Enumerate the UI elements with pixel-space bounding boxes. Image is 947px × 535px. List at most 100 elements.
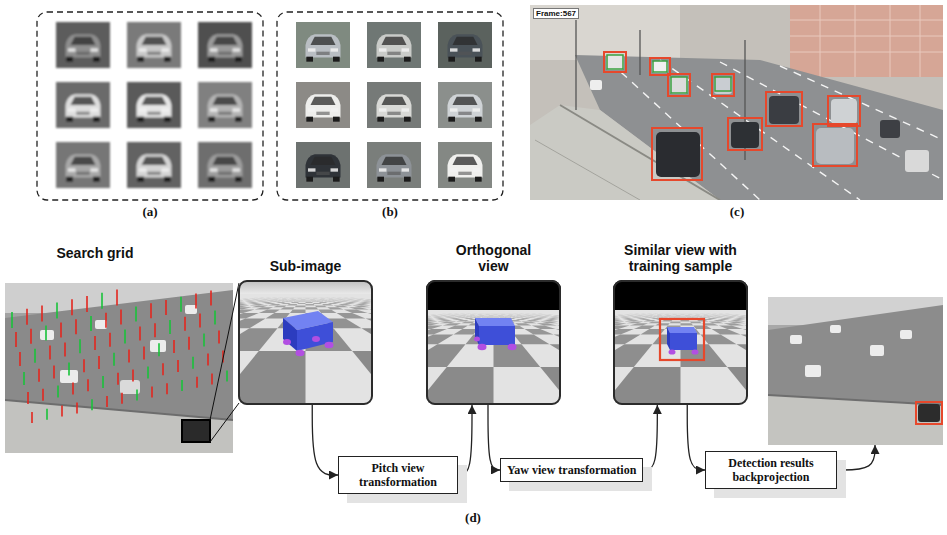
- checker-floor: [337, 297, 342, 298]
- checker-floor: [484, 313, 487, 314]
- checker-floor: [613, 280, 748, 311]
- traffic-photo: [715, 77, 731, 91]
- checker-floor: [681, 313, 684, 314]
- color-samples: [367, 82, 421, 128]
- checker-floor: [522, 313, 526, 314]
- checker-floor: [729, 315, 738, 316]
- traffic-photo: [607, 55, 731, 93]
- checker-floor: [338, 304, 352, 305]
- checker-floor: [478, 313, 482, 314]
- checker-floor: [299, 297, 302, 298]
- checker-floor: [430, 315, 438, 316]
- checker-floor: [301, 298, 305, 299]
- checker-floor: [672, 315, 677, 316]
- checker-floor: [349, 307, 370, 309]
- checker-floor: [677, 313, 680, 314]
- checker-floor: [728, 314, 734, 315]
- checker-floor: [258, 297, 263, 298]
- checker-floor: [287, 304, 298, 305]
- checker-floor: [362, 300, 373, 302]
- checker-floor: [732, 319, 746, 320]
- vehicle-model: [660, 319, 704, 360]
- search-grid-ticks: [49, 346, 51, 360]
- checker-floor: [461, 321, 475, 323]
- zoom-lines: [210, 283, 239, 420]
- vehicle-model: [283, 311, 334, 356]
- gray-samples: [137, 34, 172, 62]
- search-grid-ticks: [226, 370, 228, 381]
- checker-floor: [677, 314, 680, 315]
- traffic-photo: [590, 80, 602, 90]
- traffic-photo: [656, 132, 700, 177]
- checker-floor: [447, 326, 468, 329]
- checker-floor: [691, 314, 695, 315]
- checker-floor: [306, 297, 309, 298]
- checker-floor: [684, 314, 688, 315]
- checker-floor: [538, 313, 543, 314]
- checker-floor: [623, 314, 629, 315]
- checker-floor: [727, 367, 748, 405]
- checker-floor: [349, 297, 354, 298]
- checker-floor: [633, 313, 638, 314]
- search-grid-ticks: [102, 376, 104, 388]
- search-grid-ticks: [87, 379, 89, 391]
- checker-floor: [500, 313, 504, 314]
- checker-floor: [516, 313, 520, 314]
- checker-floor: [433, 316, 444, 318]
- search-grid-photo: [150, 340, 166, 352]
- search-grid-ticks: [56, 302, 58, 318]
- checker-floor: [653, 313, 657, 314]
- flow-arrow: [687, 405, 705, 470]
- search-grid-ticks: [86, 296, 88, 312]
- color-samples: [367, 142, 421, 188]
- checker-floor: [613, 329, 634, 334]
- search-grid-ticks: [71, 299, 73, 315]
- search-grid-ticks: [165, 300, 167, 315]
- checker-floor: [431, 315, 440, 316]
- checker-floor: [494, 314, 498, 315]
- checker-floor: [502, 315, 507, 316]
- checker-floor: [522, 321, 537, 323]
- gray-samples: [127, 22, 181, 68]
- vehicle-model: [670, 333, 697, 350]
- checker-floor: [659, 313, 663, 314]
- traffic-photo: [890, 5, 891, 77]
- checker-floor: [687, 314, 691, 315]
- search-grid-photo: [40, 305, 197, 394]
- traffic-photo: [668, 74, 690, 96]
- checker-floor: [264, 297, 269, 298]
- checker-floor: [494, 314, 498, 315]
- checker-floor: [662, 320, 673, 321]
- search-grid-ticks: [76, 402, 78, 413]
- search-grid-ticks: [203, 334, 205, 347]
- checker-floor: [282, 297, 286, 298]
- checker-floor: [243, 299, 252, 300]
- checker-floor: [734, 318, 747, 320]
- checker-floor: [320, 297, 324, 298]
- vehicle-model: [283, 336, 334, 356]
- search-grid-ticks: [90, 316, 92, 331]
- checker-floor: [548, 317, 560, 319]
- traffic-photo: [769, 96, 799, 124]
- result-photo: [918, 404, 940, 422]
- vehicle-model: [283, 339, 291, 345]
- checker-floor: [635, 313, 640, 314]
- checker-floor: [314, 297, 318, 298]
- search-grid-ticks: [72, 382, 74, 394]
- checker-floor: [498, 314, 503, 315]
- checker-floor: [639, 319, 651, 320]
- checker-floor: [334, 297, 338, 298]
- checker-floor: [525, 329, 554, 334]
- color-samples: [377, 34, 412, 62]
- checker-floor: [426, 280, 561, 311]
- checker-floor: [259, 310, 280, 313]
- checker-floor: [712, 313, 717, 314]
- checker-floor: [717, 319, 730, 320]
- search-grid-ticks: [26, 309, 28, 325]
- checker-floor: [458, 313, 462, 314]
- checker-floor: [298, 298, 302, 299]
- checker-floor: [313, 298, 317, 299]
- checker-floor: [494, 316, 500, 318]
- checker-floor: [453, 313, 458, 314]
- checker-floor: [294, 297, 297, 298]
